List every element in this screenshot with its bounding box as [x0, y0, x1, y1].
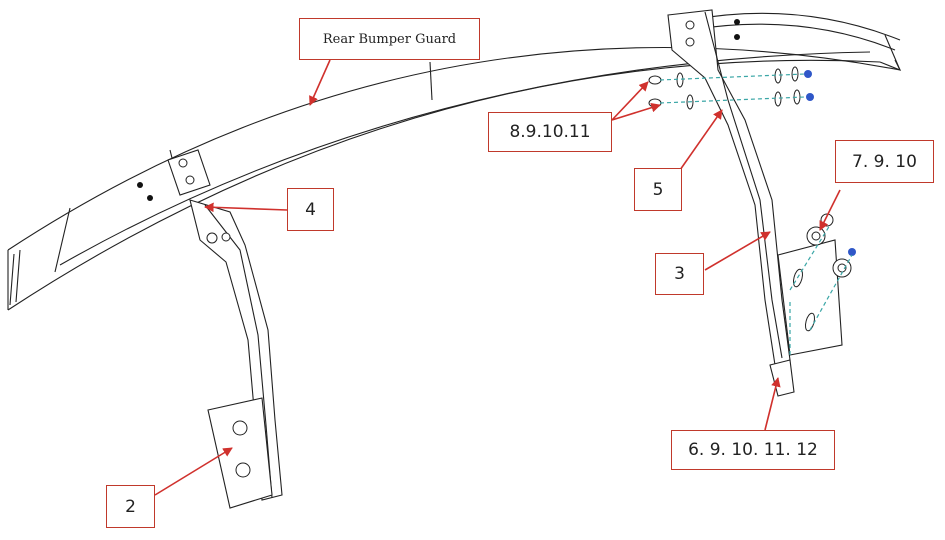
label-part-2: 2: [106, 485, 155, 528]
left-bracket: [189, 199, 283, 509]
left-mount-plate: [167, 149, 211, 196]
label-part-3-text: 3: [674, 264, 685, 284]
label-part-4-text: 4: [305, 199, 316, 220]
label-part-3: 3: [655, 253, 704, 295]
right-bracket: [667, 9, 843, 397]
label-hardware-top-right: 7. 9. 10: [835, 140, 934, 183]
label-hardware-bottom-right: 6. 9. 10. 11. 12: [671, 430, 835, 470]
leader-hw-left-1: [611, 81, 649, 121]
label-hardware-top-right-text: 7. 9. 10: [852, 151, 917, 172]
label-rear-bumper-guard-text: Rear Bumper Guard: [322, 31, 457, 47]
label-part-5: 5: [634, 168, 682, 211]
leader-hw-bottom-right: [764, 377, 781, 431]
leader-3: [704, 231, 771, 271]
label-rear-bumper-guard: Rear Bumper Guard: [299, 18, 480, 60]
leader-4: [204, 202, 288, 213]
label-part-2-text: 2: [125, 496, 136, 517]
leader-hw-left-2: [611, 102, 661, 121]
label-part-5-text: 5: [652, 179, 664, 200]
label-hardware-bottom-right-text: 6. 9. 10. 11. 12: [688, 440, 818, 460]
label-hardware-left-text: 8.9.10.11: [509, 122, 591, 142]
label-part-4: 4: [287, 188, 334, 231]
leader-2: [154, 447, 233, 496]
leader-5: [679, 109, 723, 171]
leader-guard: [309, 59, 331, 106]
leader-hw-top-right: [819, 189, 841, 231]
fasteners-right: [789, 213, 856, 355]
label-hardware-left: 8.9.10.11: [488, 112, 612, 152]
